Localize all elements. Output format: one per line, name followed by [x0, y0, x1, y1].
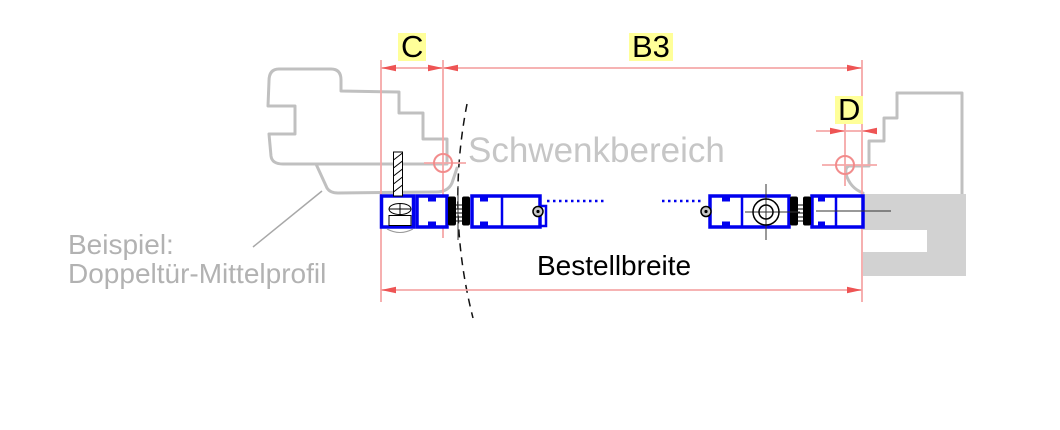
drawing-shape: [462, 196, 470, 226]
swing-area-label: Schwenkbereich: [468, 131, 725, 170]
drawing-shape: [381, 64, 396, 72]
profile-box-3-hook: [540, 204, 548, 228]
drawing-shape: [393, 176, 403, 185]
drawing-shape: [393, 152, 403, 161]
drawing-shape: [847, 64, 862, 72]
drawing-shape: [443, 64, 458, 72]
left-pivot-circle: [433, 153, 453, 173]
gasket-seals: [448, 196, 811, 226]
drawing-shape: [386, 228, 414, 233]
left-frame-body: [266, 67, 449, 166]
drawing-shape: [388, 215, 412, 226]
dimension-label-d: D: [835, 94, 864, 125]
drawing-shape: [536, 209, 540, 214]
drawing-shape: [381, 286, 396, 294]
left-frame-profile-outline: [266, 67, 459, 195]
screw-channels: [532, 205, 712, 218]
left-frame-foot: [314, 162, 459, 195]
drawing-shape: [818, 197, 825, 202]
drawing-shape: [393, 160, 403, 169]
example-caption-line2: Doppeltür-Mittelprofil: [68, 258, 327, 289]
order-width-label: Bestellbreite: [537, 250, 692, 281]
swing-range-arc: [457, 103, 474, 319]
pivot-markers: [433, 153, 855, 175]
profile-tabs: [428, 197, 825, 226]
fixing-screw: [386, 151, 414, 233]
drawing-shape: [393, 184, 403, 193]
drawing-shape: [722, 221, 730, 226]
example-caption: Beispiel: Doppeltür-Mittelprofil: [68, 230, 326, 288]
hinge-target: [752, 198, 780, 226]
drawing-shape: [428, 64, 443, 72]
drawing-shape: [758, 204, 774, 220]
dimension-arrows: [381, 64, 877, 294]
drawing-shape: [704, 209, 708, 214]
example-caption-line1: Beispiel:: [68, 229, 174, 260]
dimension-label-b3: B3: [629, 31, 673, 62]
right-pivot-circle: [835, 155, 855, 175]
drawing-shape: [722, 197, 730, 202]
drawing-shape: [847, 286, 862, 294]
drawing-shape: [480, 197, 488, 202]
wall-section-fill: [863, 194, 966, 276]
drawing-shape: [830, 127, 845, 135]
drawing-shape: [790, 196, 798, 226]
drawing-shape: [752, 198, 780, 226]
drawing-shape: [818, 221, 825, 226]
drawing-shape: [428, 221, 436, 226]
drawing-shape: [480, 221, 488, 226]
drawing-shape: [448, 196, 456, 226]
drawing-shape: [428, 197, 436, 202]
caption-leader-line: [252, 190, 323, 248]
right-frame-body: [895, 91, 964, 196]
dimension-label-c: C: [398, 31, 427, 62]
drawing-shape: [393, 168, 403, 177]
drawing-shape: [862, 127, 877, 135]
drawing-shape: [393, 151, 403, 197]
drawing-shape: [803, 196, 811, 226]
